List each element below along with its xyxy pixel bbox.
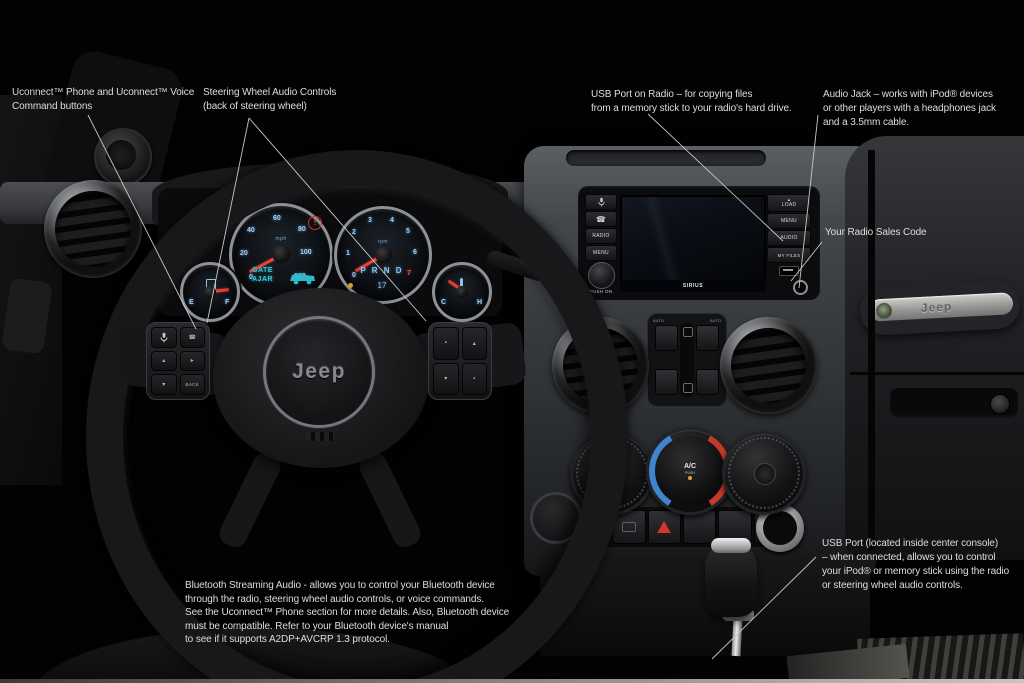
leader-uconnect [87, 114, 197, 330]
phone-icon: ☎ [595, 214, 607, 224]
eject-icon: ▲ [786, 197, 792, 202]
leader-usb-console [711, 556, 817, 660]
radio-radio-button: RADIO [585, 228, 617, 244]
glovebox-seam [850, 372, 1024, 375]
center-vent-right [720, 317, 817, 414]
jeep-logo-wheel: Jeep [292, 360, 346, 383]
hazard-button [647, 510, 681, 544]
radio-voice-button [585, 194, 617, 210]
auto-label-right: AUTO [709, 318, 721, 323]
voice-up-button: ▴ [151, 350, 177, 372]
mode-knob [722, 431, 806, 515]
microphone-icon [160, 332, 168, 343]
my-files-button: MY FILES [767, 247, 811, 263]
cruise-button-pod: ▪ ▴ ▾ ▪ [428, 322, 492, 400]
ac-push-label: PUSH [685, 470, 695, 475]
hub-vent [306, 432, 334, 441]
leader-sales-code [790, 241, 823, 282]
radio-info-bar: SIRIUS [620, 280, 766, 292]
callout-audio-jack: Audio Jack – works with iPod® devices or… [823, 89, 996, 128]
phone-icon: ☎ [188, 334, 196, 341]
shifter-knob [705, 541, 757, 617]
voice-right-button: ▸ [179, 350, 205, 372]
jeep-badge-ring: Jeep [266, 319, 372, 425]
ac-label: A/C [683, 462, 697, 470]
uconnect-button-pod: ☎ ▴ ▸ ▾ BACK [146, 322, 210, 400]
callout-usb-radio: USB Port on Radio – for copying files fr… [591, 89, 792, 114]
cruise-on-button: ▪ [433, 327, 459, 360]
voice-command-button [151, 327, 177, 348]
window-switch-rl [655, 369, 678, 395]
voice-icon [597, 197, 605, 207]
hazard-triangle-icon [657, 521, 672, 533]
window-lock-strip [680, 323, 694, 397]
glovebox-lock [990, 394, 1010, 414]
leader-audio-jack [798, 114, 819, 289]
page-edge [0, 679, 1024, 683]
volume-knob [588, 262, 615, 289]
ac-indicator-led [688, 475, 692, 480]
stack-right-shadow [868, 150, 875, 550]
voice-down-button: ▾ [151, 374, 177, 395]
window-lock-icon [683, 327, 693, 337]
left-air-vent [44, 180, 142, 278]
cruise-cancel-button: ▾ [433, 362, 459, 395]
volume-knob-label: PUSH ON [589, 289, 613, 294]
leader-swc-left [206, 117, 250, 324]
cruise-set-button: ▪ [461, 362, 487, 395]
shifter-chrome-cap [711, 538, 751, 553]
load-button: ▲ LOAD [767, 194, 811, 212]
menu-right-button: MENU [767, 213, 811, 229]
phone-button: ☎ [179, 327, 205, 348]
window-switch-fl [655, 325, 678, 351]
window-switch-panel: AUTO AUTO [647, 313, 727, 407]
sirius-logo: SIRIUS [682, 283, 704, 289]
back-button: BACK [179, 374, 205, 395]
glovebox-handle [890, 388, 1018, 418]
callout-bluetooth: Bluetooth Streaming Audio - allows you t… [185, 580, 510, 645]
radio-audio-jack [793, 280, 808, 295]
radio-phone-button: ☎ [585, 211, 617, 227]
radio-screen [620, 195, 766, 283]
callout-steering-audio: Steering Wheel Audio Controls (back of s… [203, 87, 337, 112]
temperature-knob: A/C PUSH [646, 427, 734, 515]
callout-uconnect: Uconnect™ Phone and Uconnect™ Voice Comm… [12, 87, 195, 112]
auto-label-left: AUTO [653, 318, 665, 323]
leader-swc-right [248, 117, 427, 322]
callout-usb-console: USB Port (located inside center console)… [822, 538, 1010, 591]
dash-top-tray [566, 150, 766, 166]
cruise-res-button: ▴ [461, 327, 487, 360]
mode-center [754, 463, 776, 485]
callout-sales-code: Your Radio Sales Code [825, 227, 927, 238]
tweeter-cone [106, 140, 136, 170]
audio-button: AUDIO [767, 230, 811, 246]
window-switch-rr [696, 369, 719, 395]
leader-usb-radio [647, 113, 784, 242]
window-switch-fr [696, 325, 719, 351]
radio-menu-left-button: MENU [585, 245, 617, 261]
blank-switch-1 [682, 510, 717, 544]
